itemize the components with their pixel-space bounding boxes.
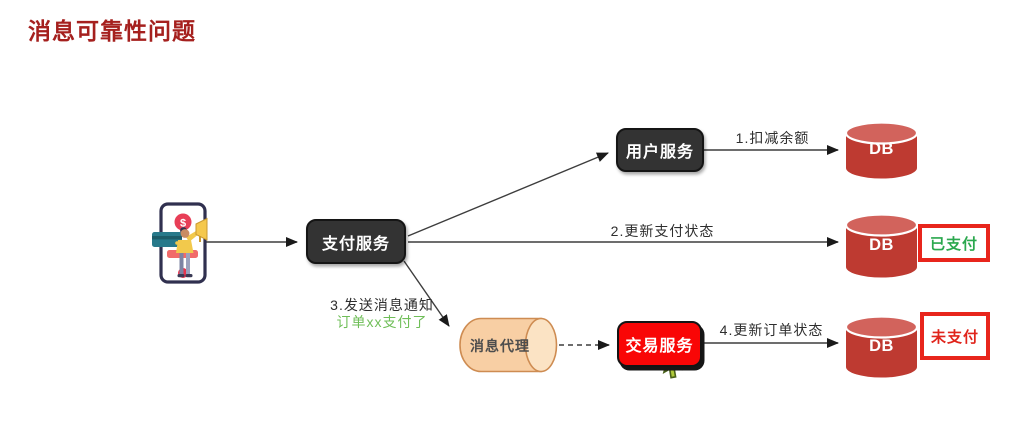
broker-body	[459, 317, 542, 373]
broker-end-cap	[524, 317, 558, 373]
person-arm	[186, 231, 199, 242]
edge-label-step3-sublabel: 订单xx支付了	[336, 314, 428, 330]
message-broker-cylinder	[459, 317, 558, 373]
arrow-payment-to-user	[407, 152, 609, 237]
db-user-label: DB	[869, 140, 894, 158]
person-leg	[186, 251, 190, 275]
dollar-coin-icon	[174, 213, 192, 231]
credit-card-stripe	[152, 236, 182, 240]
page-title: 消息可靠性问题	[28, 18, 196, 44]
person-shoe	[177, 274, 185, 278]
connector-lines	[203, 145, 839, 350]
arrow-payment-to-broker	[403, 260, 450, 327]
db1-top	[844, 121, 919, 145]
edge-label-step4: 4.更新订单状态	[719, 322, 824, 338]
message-broker-label: 消息代理	[470, 338, 530, 354]
person-leg	[179, 251, 184, 275]
paid-badge-label: 已支付	[929, 235, 978, 253]
dollar-symbol: $	[180, 218, 186, 230]
db-cylinder-payment	[844, 213, 919, 278]
db3-top	[844, 315, 919, 339]
node-payment-service: 支付服务	[306, 219, 406, 264]
transaction-service-label: 交易服务	[625, 338, 694, 355]
user-service-label: 用户服务	[625, 144, 694, 161]
db3-body	[846, 327, 917, 378]
node-transaction-service: 交易服务	[617, 321, 702, 367]
status-badge-unpaid: 未支付	[920, 312, 990, 360]
node-user-service: 用户服务	[616, 128, 704, 172]
db-order-label: DB	[869, 337, 894, 355]
megaphone-icon	[195, 217, 208, 241]
unpaid-badge-label: 未支付	[930, 328, 979, 346]
db-cylinder-order	[844, 315, 919, 378]
db-payment-label: DB	[869, 236, 894, 254]
mobile-payment-illustration: $	[152, 202, 208, 284]
person-shirt	[176, 240, 194, 253]
db1-body	[846, 133, 917, 179]
db2-top	[844, 213, 919, 237]
edge-label-step2: 2.更新支付状态	[610, 223, 715, 239]
edge-label-step1: 1.扣减余额	[735, 130, 810, 146]
payment-service-label: 支付服务	[321, 235, 390, 253]
db2-body	[846, 225, 917, 278]
person-shoe	[185, 274, 193, 278]
person-head	[180, 229, 190, 238]
db-cylinder-user	[844, 121, 919, 179]
edge-label-step3: 3.发送消息通知	[330, 297, 434, 313]
status-badge-paid: 已支付	[918, 224, 990, 262]
credit-card-icon	[152, 232, 182, 247]
